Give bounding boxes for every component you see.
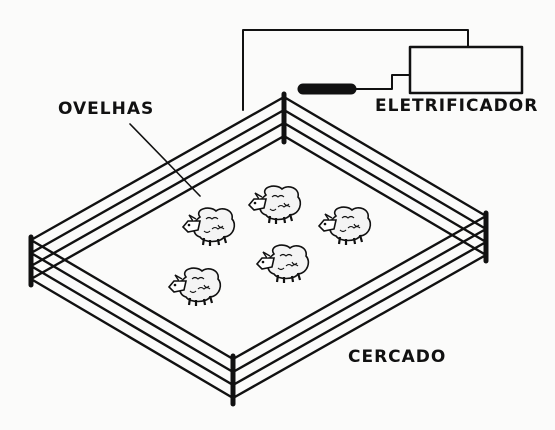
ground-wire — [350, 74, 411, 90]
energizer-wire — [242, 29, 469, 111]
sheep-flock — [167, 185, 372, 308]
energizer-box — [408, 45, 524, 95]
energizer-label: ELETRIFICADOR — [375, 96, 539, 116]
fence-wires — [29, 95, 488, 400]
sheep-3 — [317, 206, 372, 247]
sheep-label: OVELHAS — [58, 99, 155, 119]
sheep-leader-line — [129, 123, 201, 197]
sheep-4 — [255, 244, 310, 285]
fence-label: CERCADO — [348, 347, 447, 367]
sheep-1 — [181, 207, 236, 248]
sheep-2 — [247, 185, 302, 226]
sheep-5 — [167, 267, 222, 308]
